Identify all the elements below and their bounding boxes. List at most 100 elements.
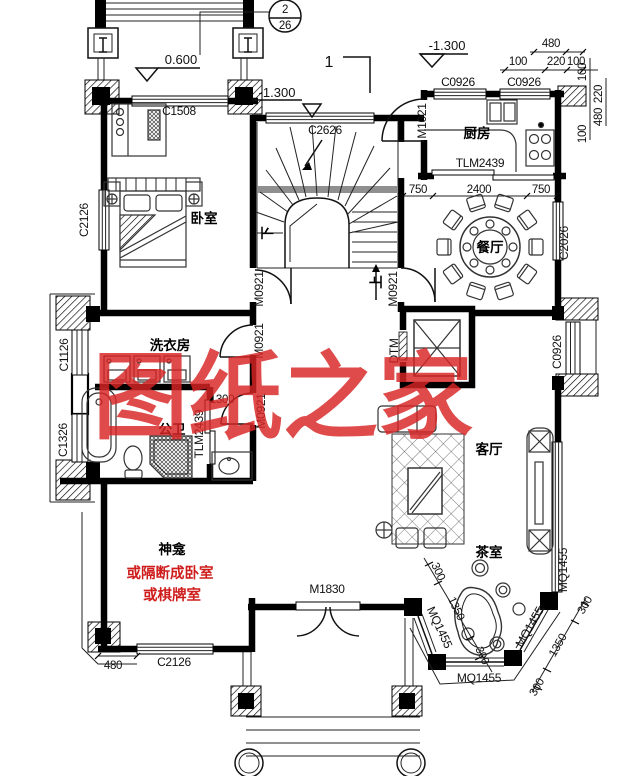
dim-bay-300-l2: 300: [472, 645, 491, 667]
detail-callout: [199, 0, 302, 55]
window-label-c1326: C1326: [56, 422, 70, 456]
floor-lamp: [375, 521, 393, 539]
coffee-table: [407, 467, 443, 515]
room-label-shrine: 神龛: [159, 541, 186, 557]
window-mq1455-bottom: [446, 657, 504, 667]
detail-sheet: 26: [279, 20, 291, 32]
toilet: [123, 445, 143, 479]
door-label-m1021: M1021: [415, 103, 429, 139]
wardrobe: [111, 103, 167, 157]
dimensions-graphics: [94, 48, 607, 693]
walls: [60, 90, 566, 670]
window-mq1455-diag-right: [515, 605, 549, 653]
window-label-c1126: C1126: [57, 338, 71, 372]
dim-kitchen-750-left: 750: [409, 184, 427, 196]
dim-top-100a: 100: [509, 56, 527, 68]
dim-bay-1350-l: 1350: [445, 595, 466, 622]
dim-top-100b: 100: [567, 56, 585, 68]
door-tlm2439-kitchen: [431, 169, 555, 181]
door-label-tlm2439-bath: TLM2439: [192, 409, 206, 458]
door-m0921-laundry: [219, 324, 254, 358]
furniture: [81, 99, 555, 656]
level-stair: -1.300: [259, 85, 296, 100]
door-label-tlm2439-kitchen: TLM2439: [456, 156, 505, 170]
window-label-mq1455-right: MQ1455: [556, 547, 570, 592]
dim-top-480: 480: [542, 38, 560, 50]
window-mq1455-diag-left: [413, 613, 437, 657]
window-c2026: [552, 201, 564, 261]
doors: [204, 98, 555, 637]
dim-bay-1350-r: 1350: [547, 632, 570, 659]
window-c0926-kitchen-1: [433, 88, 487, 100]
room-label-laundry: 洗衣房: [150, 337, 191, 353]
window-c1508: [131, 95, 229, 107]
stair-arrow: [302, 162, 312, 170]
section-mark: [343, 56, 371, 93]
window-label-c1508: C1508: [162, 104, 196, 118]
window-label-c0926-k1: C0926: [441, 75, 475, 89]
window-c0926-kitchen-2: [499, 88, 551, 100]
room-label-dining: 餐厅: [476, 239, 504, 255]
window-label-c0926-k2: C0926: [507, 75, 541, 89]
room-label-elevator: DTM: [387, 338, 401, 363]
window-label-c2126-bottom: C2126: [157, 655, 191, 669]
windows: [71, 88, 581, 685]
section-number: 1: [325, 54, 334, 71]
tea-table: [454, 559, 526, 656]
dim-right-100a: 100: [577, 63, 589, 81]
window-c1326: [71, 413, 89, 463]
kitchen-counter: [424, 99, 555, 172]
elevator-cab: [413, 319, 461, 377]
stools: [395, 527, 447, 549]
vanity-sink: [211, 451, 253, 481]
door-label-m0921-bath: M0921: [254, 393, 268, 429]
porch: [230, 618, 426, 776]
bed: [103, 177, 203, 268]
sofa: [377, 405, 437, 433]
dim-hall-1300: 1300: [210, 394, 234, 406]
level-symbol-kitchen: [418, 53, 468, 69]
door-label-m0921-dining: M0921: [386, 271, 400, 307]
dim-shrine-480: 480: [104, 660, 122, 672]
dim-right-100b: 100: [577, 125, 589, 143]
window-label-c2126-left: C2126: [77, 202, 91, 236]
level-symbol-balcony: [134, 67, 200, 83]
window-c1126: [71, 329, 89, 376]
tv-cabinet: [526, 427, 554, 555]
watermark-text: 图纸之家: [93, 345, 473, 451]
room-label-bedroom: 卧室: [191, 210, 218, 226]
dim-right-220: 220: [593, 85, 605, 103]
room-label-shrine-alt2: 或棋牌室: [143, 586, 201, 604]
washing-machines: [103, 355, 191, 383]
shower: [149, 435, 193, 479]
window-c2126-bottom: [136, 643, 214, 655]
stair-well-arch: [284, 197, 350, 268]
room-label-kitchen: 厨房: [464, 125, 491, 141]
dim-right-480: 480: [593, 108, 605, 126]
window-label-c0926-right: C0926: [550, 334, 564, 368]
door-m0921-dining: [400, 267, 436, 303]
stair-down-label: 下: [260, 226, 275, 240]
level-balcony: 0.600: [165, 52, 198, 67]
bathtub: [81, 387, 117, 463]
door-label-m0921-laundry: M0921: [252, 323, 266, 359]
room-label-tea: 茶室: [475, 544, 503, 560]
door-label-m0921-bedroom: M0921: [252, 271, 266, 307]
detail-number: 2: [282, 4, 288, 16]
window-label-c2626: C2626: [308, 123, 342, 137]
door-m1830: [295, 601, 361, 637]
window-c0926-right: [565, 321, 581, 375]
dim-kitchen-2400: 2400: [467, 184, 491, 196]
window-label-c2026: C2026: [557, 225, 571, 259]
dim-kitchen-750-right: 750: [532, 184, 550, 196]
door-m1021: [381, 98, 425, 142]
dim-bay-300-r1: 300: [576, 595, 596, 617]
room-label-shrine-alt1: 或隔断成卧室: [127, 564, 214, 582]
elevator-door: [398, 331, 408, 361]
door-m0921-bedroom: [254, 268, 292, 305]
dining-table: [436, 193, 544, 301]
door-m0921-bath: [220, 392, 254, 425]
staircase: [255, 122, 399, 300]
